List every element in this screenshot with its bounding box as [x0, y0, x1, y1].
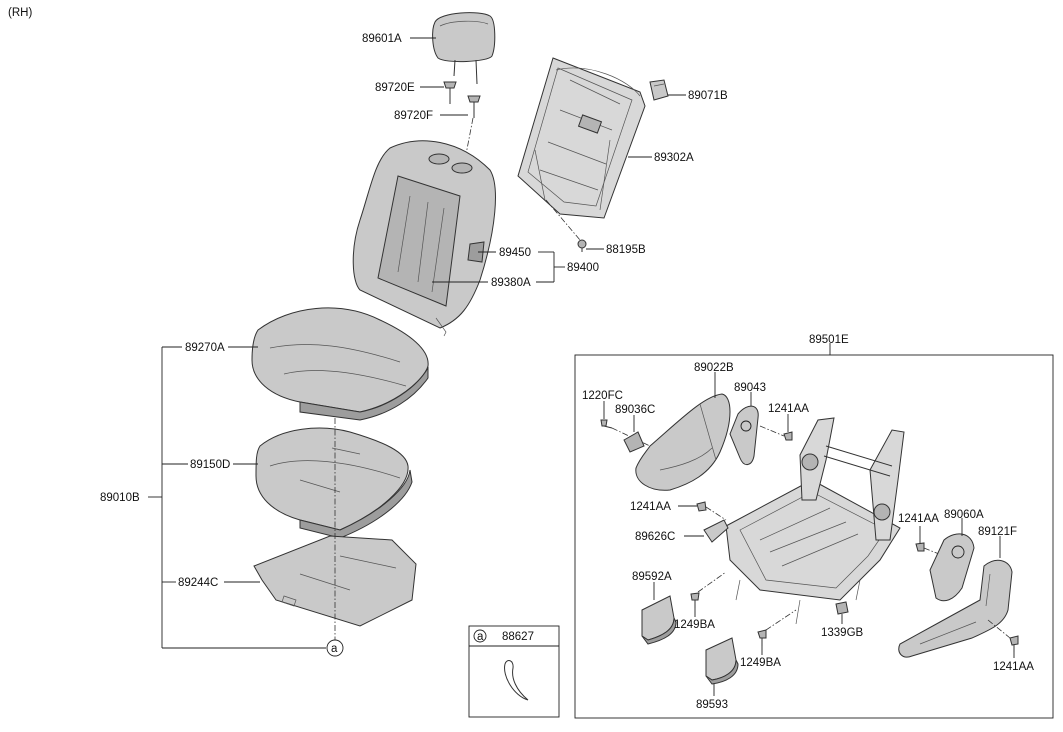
bolt-1249BA-right-illustration: [757, 629, 767, 646]
label-89601A: 89601A: [362, 33, 402, 45]
label-89060A: 89060A: [944, 509, 984, 521]
cover-89593-illustration: [705, 637, 739, 685]
bolt-1241AA-top-illustration: [783, 431, 793, 441]
label-1220FC: 1220FC: [582, 390, 623, 402]
label-89302A: 89302A: [654, 152, 694, 164]
label-1249BA-left: 1249BA: [674, 619, 715, 631]
knob-89036C-illustration: [623, 431, 645, 453]
side-indicator: (RH): [8, 7, 32, 19]
label-1241AA-top: 1241AA: [768, 403, 809, 415]
seatback-frame-illustration: [517, 57, 646, 219]
label-88195B: 88195B: [606, 244, 646, 256]
reference-marker-a: [326, 639, 344, 657]
label-89450: 89450: [499, 247, 531, 259]
label-89720F: 89720F: [394, 110, 433, 122]
cover-89121F-illustration: [898, 559, 1013, 658]
label-89626C: 89626C: [635, 531, 675, 543]
label-89720E: 89720E: [375, 82, 415, 94]
label-89244C: 89244C: [178, 577, 218, 589]
cover-89022B-illustration: [635, 393, 731, 491]
cover-89592A-illustration: [641, 595, 677, 645]
screw-1220FC-illustration: [600, 419, 613, 429]
cover-89626C-illustration: [703, 519, 729, 543]
bolt-1241AA-mid-illustration: [696, 501, 707, 512]
bolt-1241AA-right-illustration: [915, 542, 925, 552]
label-89592A: 89592A: [632, 571, 672, 583]
label-89150D: 89150D: [190, 459, 230, 471]
label-89121F: 89121F: [978, 526, 1017, 538]
label-89593: 89593: [696, 699, 728, 711]
detail-box-89501E: [574, 354, 1054, 719]
label-1249BA-right: 1249BA: [740, 657, 781, 669]
label-88627: 88627: [502, 631, 534, 643]
screw-88195B-illustration: [577, 239, 587, 252]
headrest-guide-89720F: [467, 95, 481, 118]
label-89022B: 89022B: [694, 362, 734, 374]
label-89400: 89400: [567, 262, 599, 274]
seat-frame-illustration: [725, 417, 905, 625]
clip-89071B-illustration: [649, 79, 669, 101]
nut-1339GB-illustration: [835, 601, 849, 615]
label-89071B: 89071B: [688, 90, 728, 102]
label-89043: 89043: [734, 382, 766, 394]
cushion-cover-illustration: [251, 307, 429, 421]
bolt-1249BA-left-illustration: [690, 592, 700, 608]
bolt-1241AA-bottom-illustration: [1009, 635, 1019, 652]
label-1241AA-bottom: 1241AA: [993, 661, 1034, 673]
label-89010B: 89010B: [100, 492, 140, 504]
bracket-89043-illustration: [729, 405, 759, 465]
label-1339GB: 1339GB: [821, 627, 864, 639]
bracket-89060A-illustration: [929, 533, 975, 602]
headrest-illustration: [432, 12, 496, 85]
label-89501E: 89501E: [809, 334, 849, 346]
label-89036C: 89036C: [615, 404, 655, 416]
headrest-guide-89720E: [443, 81, 457, 104]
seatback-cover-illustration: [352, 140, 496, 337]
label-1241AA-right: 1241AA: [898, 513, 939, 525]
detail-box-ref-a: a: [477, 631, 484, 643]
label-89270A: 89270A: [185, 342, 225, 354]
wire-88627-illustration: [504, 660, 529, 701]
detail-box-88627: [468, 625, 560, 718]
reference-a-text: a: [331, 643, 338, 655]
cushion-pad-illustration: [255, 427, 413, 539]
label-1241AA-mid: 1241AA: [630, 501, 671, 513]
label-89380A: 89380A: [491, 277, 531, 289]
